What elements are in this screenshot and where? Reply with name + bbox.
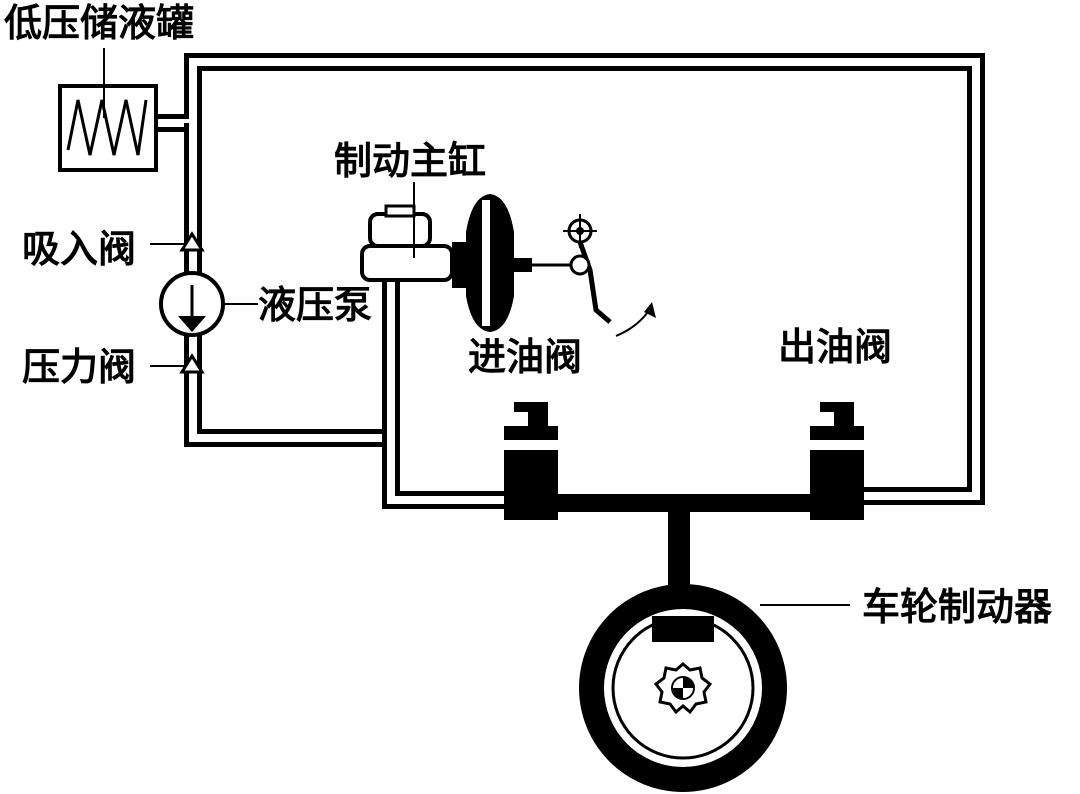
wheel-brake-label: 车轮制动器 — [862, 585, 1053, 629]
pump-label: 液压泵 — [258, 283, 372, 327]
pump — [159, 271, 225, 337]
suction-valve-icon — [150, 231, 205, 252]
pressure-valve-icon — [150, 353, 205, 374]
suction-valve-label: 吸入阀 — [22, 227, 136, 271]
outlet-valve — [810, 402, 864, 520]
wheel-brake — [579, 584, 787, 792]
outlet-valve-label: 出油阀 — [778, 325, 892, 369]
reservoir-spring-icon — [66, 99, 148, 156]
master-cylinder-label: 制动主缸 — [334, 139, 486, 183]
pressure-valve-label: 压力阀 — [22, 345, 136, 389]
distribution-bar — [556, 494, 812, 512]
inlet-valve — [504, 402, 558, 520]
reservoir-label: 低压储液罐 — [4, 1, 194, 45]
reservoir — [58, 48, 158, 172]
inlet-valve-label: 进油阀 — [468, 335, 582, 379]
brake-booster — [452, 194, 580, 332]
master-cylinder — [360, 196, 454, 282]
brake-pedal — [563, 214, 656, 337]
